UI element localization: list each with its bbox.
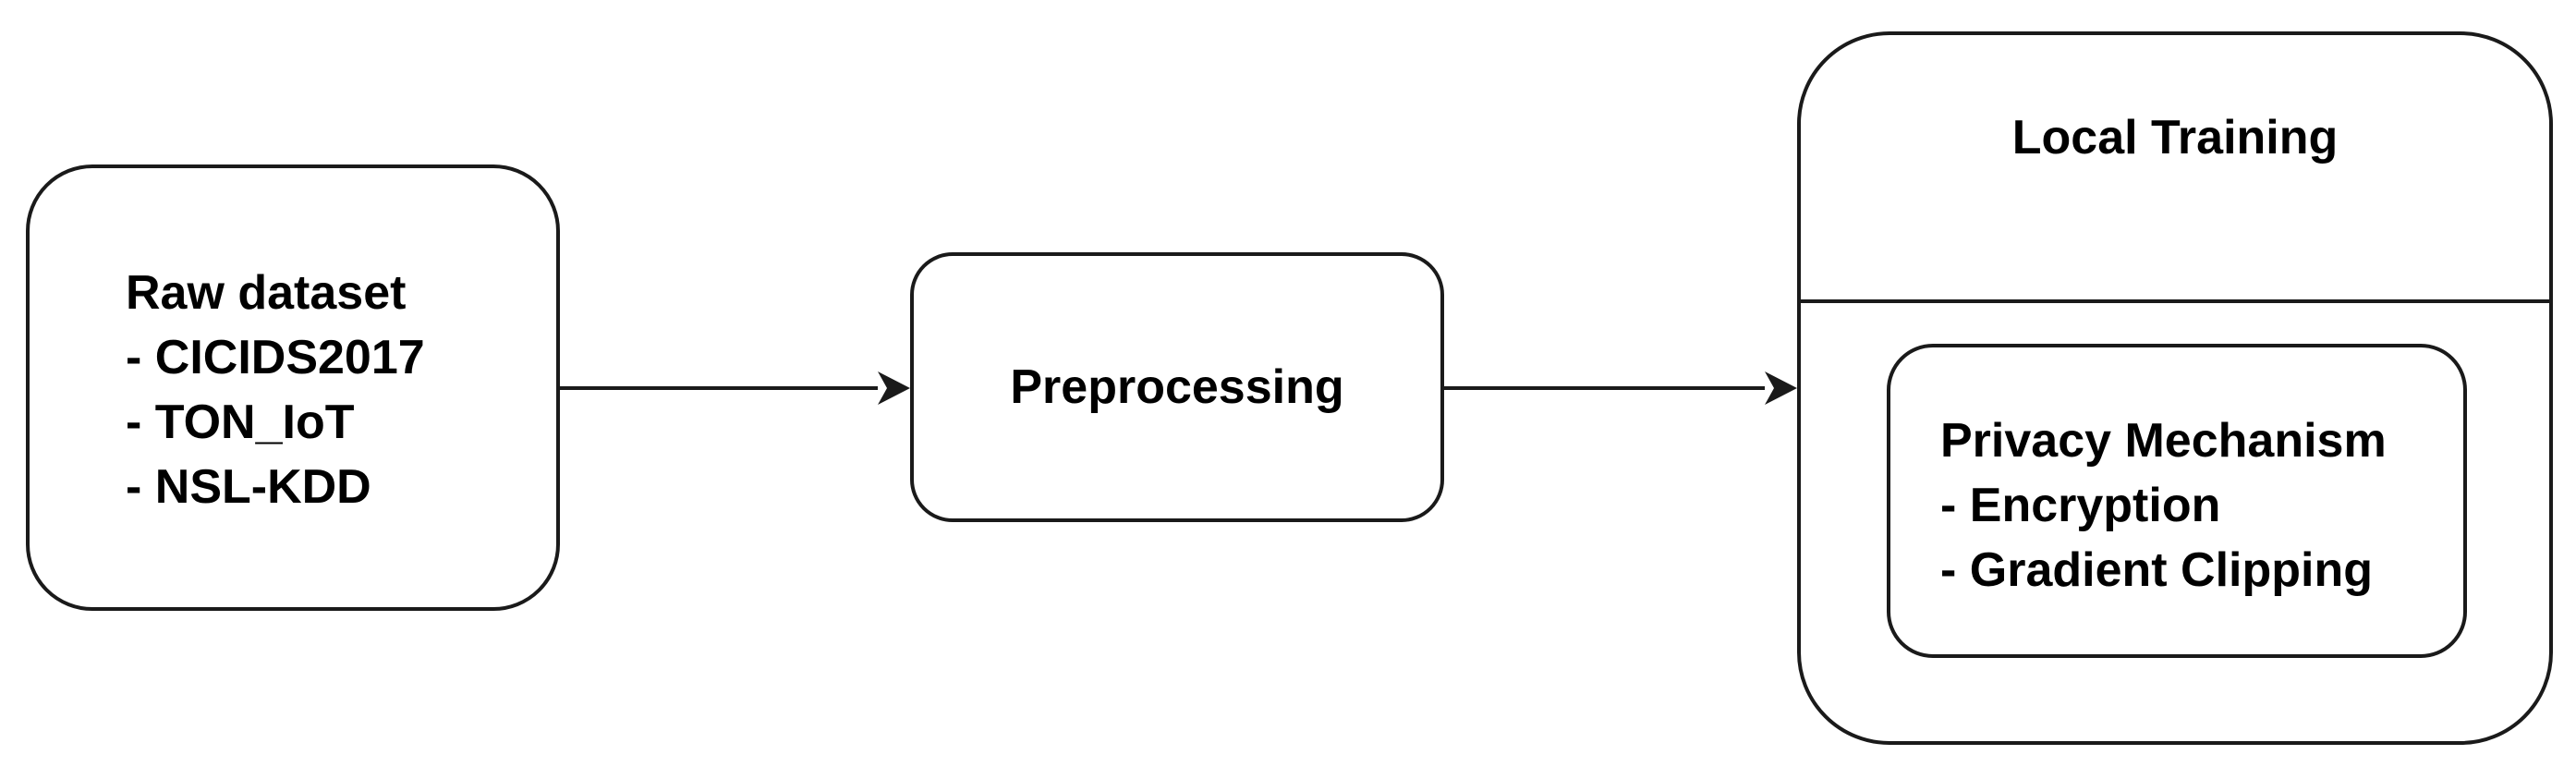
preprocessing-title: Preprocessing <box>1010 360 1344 414</box>
privacy-mechanism-title: Privacy Mechanism <box>1940 414 2387 468</box>
arrow-raw-to-preprocessing <box>560 371 910 405</box>
privacy-mechanism-text: Privacy Mechanism - Encryption - Gradien… <box>1940 408 2387 603</box>
raw-dataset-item: - CICIDS2017 <box>126 331 425 384</box>
privacy-mechanism-node: Privacy Mechanism - Encryption - Gradien… <box>1887 344 2467 658</box>
local-training-title: Local Training <box>2011 111 2339 164</box>
local-training-node: Local Training Privacy Mechanism - Encry… <box>1797 31 2553 745</box>
privacy-mechanism-item: - Gradient Clipping <box>1940 543 2373 597</box>
raw-dataset-node: Raw dataset - CICIDS2017 - TON_IoT - NSL… <box>26 164 560 611</box>
raw-dataset-item: - NSL-KDD <box>126 460 371 514</box>
raw-dataset-text: Raw dataset - CICIDS2017 - TON_IoT - NSL… <box>126 261 425 519</box>
privacy-mechanism-item: - Encryption <box>1940 479 2221 532</box>
arrow-preprocessing-to-local-training <box>1444 371 1797 405</box>
local-training-divider <box>1801 299 2549 303</box>
raw-dataset-title: Raw dataset <box>126 266 407 320</box>
preprocessing-node: Preprocessing <box>910 252 1444 522</box>
raw-dataset-item: - TON_IoT <box>126 396 355 449</box>
